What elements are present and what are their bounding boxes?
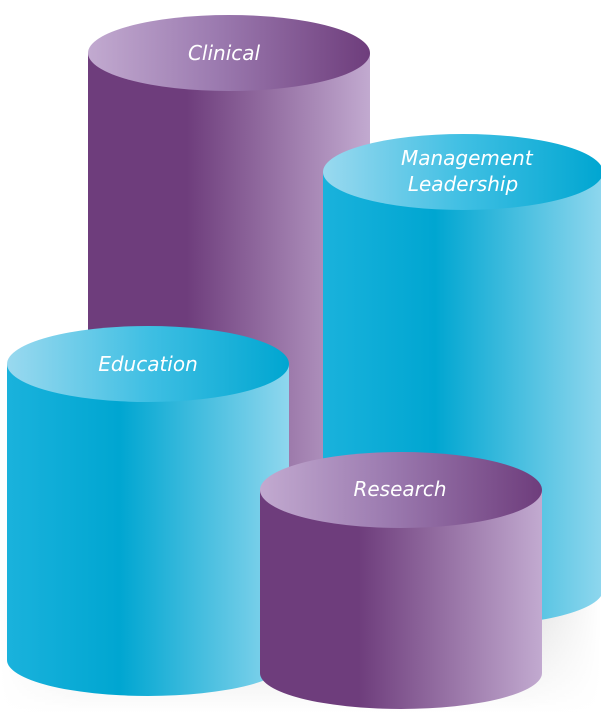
pillar-label-education: Education bbox=[98, 352, 198, 376]
pillar-label-clinical: Clinical bbox=[188, 41, 261, 65]
pillar-label-research: Research bbox=[353, 477, 446, 501]
pillar-education: Education bbox=[7, 326, 289, 696]
pillar-label-management-leadership: Management Leadership bbox=[401, 146, 539, 196]
pillar-research: Research bbox=[260, 452, 542, 709]
